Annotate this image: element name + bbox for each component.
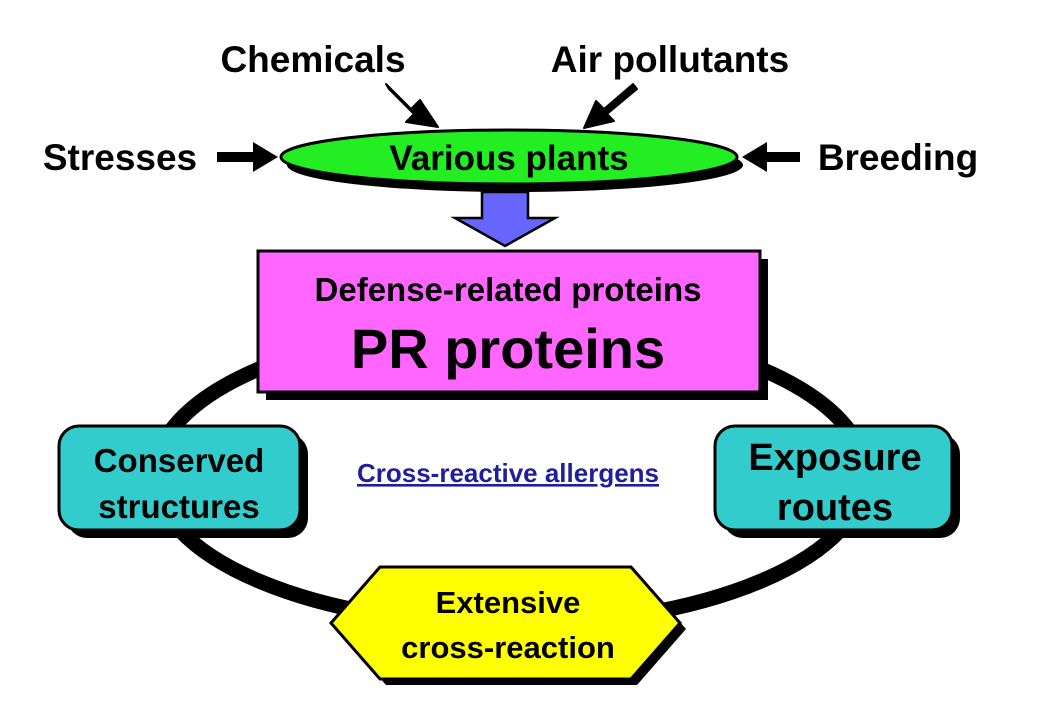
conserved-label-line1: Conserved <box>94 442 265 479</box>
plants-ellipse <box>279 128 739 186</box>
exposure-label-line1: Exposure <box>748 437 921 479</box>
air-pollutants-label: Air pollutants <box>551 39 789 80</box>
stresses-arrow <box>217 142 278 172</box>
conserved-box <box>57 424 302 532</box>
extensive-hexagon <box>329 565 682 681</box>
extensive-label-line2: cross-reaction <box>401 630 615 665</box>
air-pollutants-arrow <box>583 83 638 129</box>
proteins-subtitle: Defense-related proteins <box>315 271 702 308</box>
chemicals-label: Chemicals <box>220 39 405 80</box>
breeding-arrow <box>742 142 800 172</box>
exposure-label-line2: routes <box>777 487 893 529</box>
proteins-title: PR proteins <box>351 317 665 380</box>
conserved-label-line2: structures <box>98 488 259 525</box>
down-arrow <box>450 190 560 248</box>
proteins-box <box>256 249 762 394</box>
extensive-label-line1: Extensive <box>436 585 581 620</box>
stresses-label: Stresses <box>43 137 197 178</box>
breeding-label: Breeding <box>818 137 978 178</box>
cross-reactive-allergens-link[interactable]: Cross-reactive allergens <box>357 458 659 488</box>
chemicals-arrow <box>385 83 439 128</box>
plants-label: Various plants <box>389 139 628 178</box>
exposure-box <box>713 424 954 532</box>
